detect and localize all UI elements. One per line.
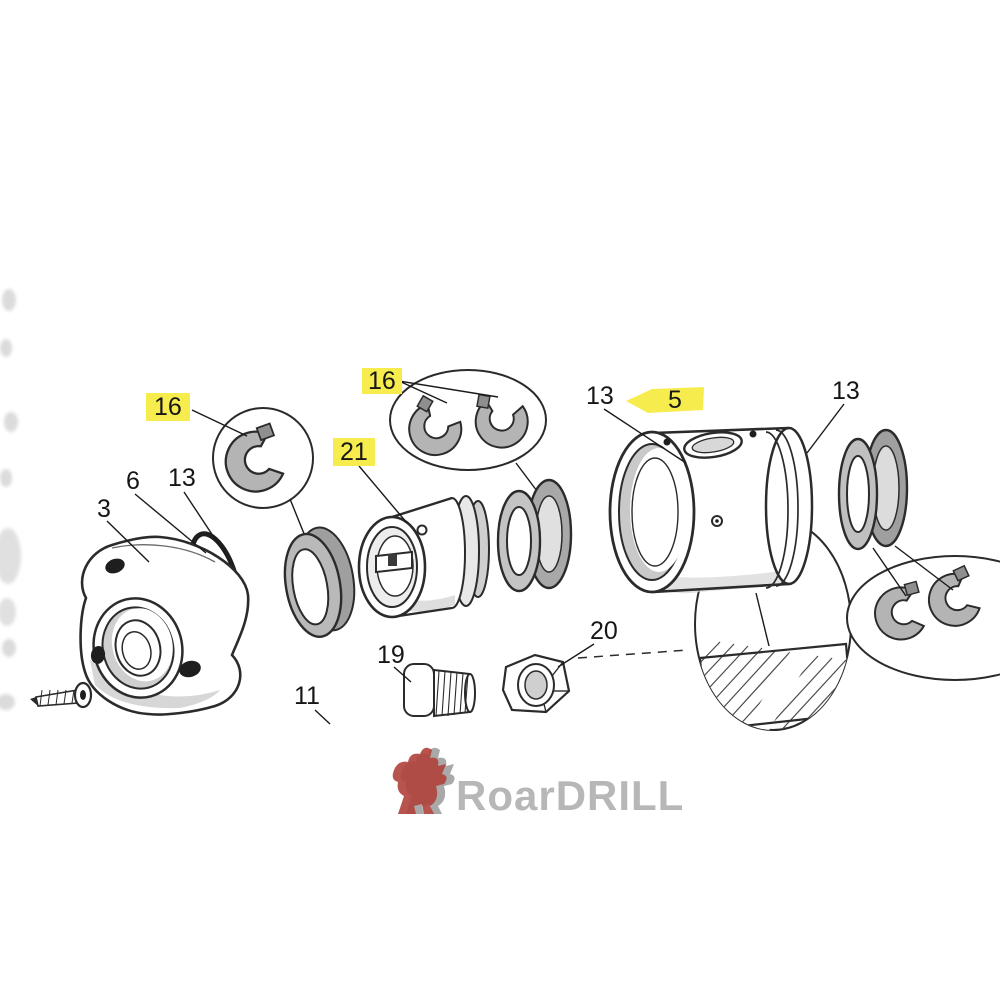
- screw-part: [30, 681, 93, 709]
- label-13-left: 13: [168, 464, 196, 492]
- plug-part-19: [403, 663, 476, 718]
- scan-artifacts: [0, 289, 21, 710]
- ring-set-center: [496, 478, 573, 593]
- ring-set-right: [837, 428, 909, 551]
- label-3: 3: [97, 495, 111, 523]
- label-19: 19: [377, 641, 405, 669]
- bolt-hole: [179, 660, 201, 678]
- small-hole: [749, 430, 757, 438]
- label-11: 11: [294, 682, 320, 710]
- bolt-hole: [105, 558, 125, 574]
- highlight-16-left: [146, 393, 190, 421]
- logo: RoarDRILL: [392, 747, 684, 819]
- seal-ring-left: [283, 526, 356, 638]
- nut-part-20: [501, 653, 571, 714]
- top-port: [683, 431, 743, 459]
- label-20: 20: [590, 617, 618, 645]
- flange-part: [79, 535, 250, 716]
- highlight-16-center: [362, 368, 402, 394]
- lion-icon: [392, 747, 455, 814]
- label-21: 21: [340, 438, 368, 466]
- label-13-right: 13: [832, 377, 860, 405]
- cylinder-part-5: [608, 426, 814, 594]
- detail-ellipse-right: [846, 545, 1000, 681]
- hatched-cross-section: [695, 641, 851, 730]
- highlight-21: [333, 438, 375, 466]
- label-16-center: 16: [368, 367, 396, 395]
- leader-lines: [106, 380, 845, 725]
- flange-bore: [92, 597, 184, 699]
- detail-circle-left: [212, 407, 314, 547]
- label-16-left: 16: [154, 393, 182, 421]
- label-5: 5: [668, 386, 682, 414]
- sleeve-part-21: [357, 495, 490, 619]
- highlight-5-swipe: [626, 387, 704, 413]
- bolt-hole: [90, 646, 106, 664]
- small-hole: [663, 438, 671, 446]
- label-6: 6: [126, 467, 140, 495]
- logo-text: RoarDRILL: [456, 772, 684, 819]
- axis-dashed-line: [577, 649, 689, 659]
- label-13-center: 13: [586, 382, 614, 410]
